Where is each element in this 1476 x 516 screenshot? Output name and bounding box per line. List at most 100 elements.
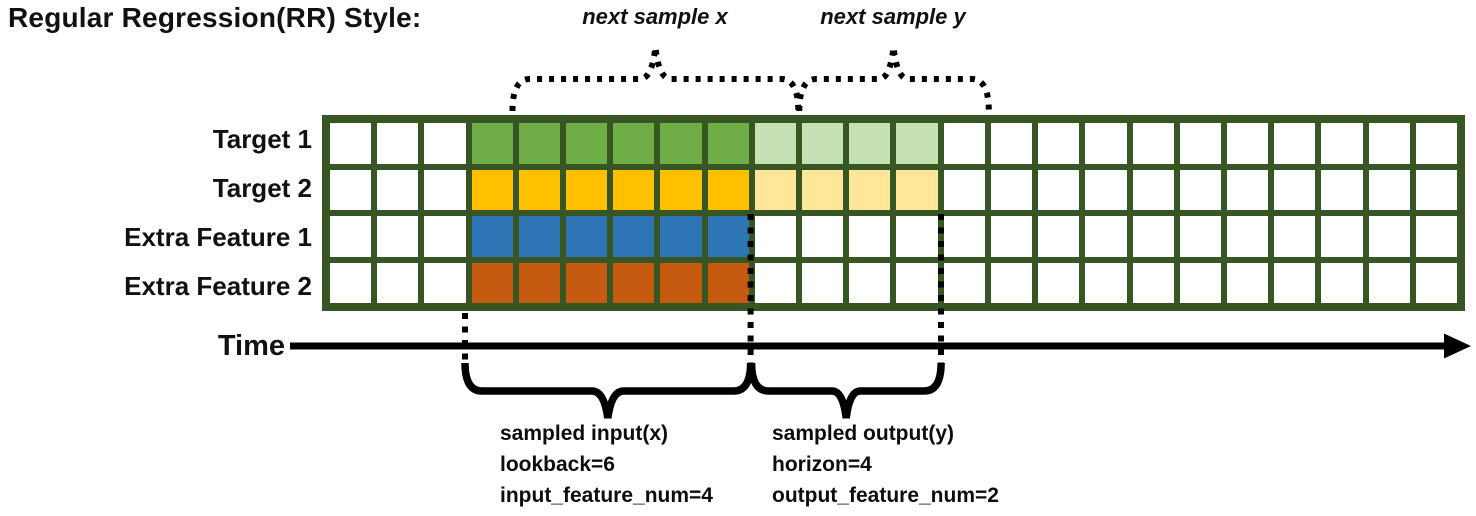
grid-cell (1132, 216, 1174, 257)
grid-cell (1038, 169, 1080, 210)
next-sample-x-brace (509, 46, 802, 112)
grid-cell (1085, 169, 1127, 210)
next-sample-y-brace (796, 46, 992, 112)
grid-cell (377, 262, 419, 303)
grid-cell (1415, 123, 1457, 164)
grid-cell (849, 216, 891, 257)
next-sample-y-label: next sample y (820, 4, 966, 29)
grid-cell (471, 123, 513, 164)
grid-cell (1179, 262, 1221, 303)
grid-cell (707, 262, 749, 303)
grid-cell (471, 262, 513, 303)
grid-cell (1038, 262, 1080, 303)
grid-cell (802, 216, 844, 257)
grid-cell (330, 169, 372, 210)
grid-cell (754, 123, 797, 164)
grid-cell (1321, 262, 1363, 303)
grid-cell (424, 123, 466, 164)
grid-cell (660, 123, 702, 164)
grid-cell (1321, 216, 1363, 257)
grid-cell (754, 216, 797, 257)
grid-cell (802, 169, 844, 210)
grid-cell (1274, 216, 1316, 257)
grid-cell (1274, 123, 1316, 164)
grid-cell (518, 216, 561, 257)
grid-cell (1321, 123, 1363, 164)
grid-cell (943, 123, 985, 164)
grid-cell (754, 262, 797, 303)
grid-cell (1274, 262, 1316, 303)
grid-cell (424, 169, 466, 210)
grid-cell (943, 169, 985, 210)
grid-cell (518, 262, 561, 303)
grid-cell (802, 123, 844, 164)
grid-cell (518, 123, 561, 164)
grid-cell (802, 262, 844, 303)
grid-cell (707, 169, 749, 210)
grid-cell (849, 123, 891, 164)
grid-cell (707, 123, 749, 164)
sampled-input-text: sampled input(x) lookback=6 input_featur… (500, 418, 713, 511)
diagram-title: Regular Regression(RR) Style: (8, 2, 422, 33)
grid-cell (660, 216, 702, 257)
grid-cell (754, 169, 797, 210)
grid-cell (1179, 169, 1221, 210)
grid-cell (1226, 216, 1269, 257)
grid-cell (1179, 123, 1221, 164)
grid-cell (1179, 216, 1221, 257)
grid-cell (377, 216, 419, 257)
grid-cell (849, 169, 891, 210)
grid-cell (1368, 262, 1410, 303)
grid-cell (424, 216, 466, 257)
grid-cell (1368, 169, 1410, 210)
grid-cell (613, 216, 655, 257)
sampled-input-title: sampled input(x) (500, 422, 669, 445)
grid-cell (990, 169, 1033, 210)
grid-cell (330, 262, 372, 303)
grid-cell (1368, 216, 1410, 257)
grid-cell (1038, 123, 1080, 164)
grid-cell (1132, 123, 1174, 164)
row-label-target-1: Target 1 (212, 124, 312, 154)
grid-cell (660, 169, 702, 210)
grid-cell (424, 262, 466, 303)
grid-cell (1321, 169, 1363, 210)
time-axis-label: Time (217, 330, 285, 362)
grid-cell (613, 169, 655, 210)
grid-cell (896, 262, 938, 303)
grid-cell (471, 169, 513, 210)
grid-cell (1415, 262, 1457, 303)
grid-cell (1226, 262, 1269, 303)
grid-cell (566, 262, 608, 303)
next-sample-x-label: next sample x (582, 4, 728, 29)
grid-cell (1226, 123, 1269, 164)
grid-cell (1038, 216, 1080, 257)
grid-cell (1226, 169, 1269, 210)
grid-cell (613, 262, 655, 303)
grid-cell (377, 169, 419, 210)
grid-cell (1085, 216, 1127, 257)
horizon-value: horizon=4 (772, 453, 872, 476)
grid-cell (990, 216, 1033, 257)
grid-cell (660, 262, 702, 303)
grid-cell (1274, 169, 1316, 210)
grid-cell (566, 123, 608, 164)
grid-cell (1132, 169, 1174, 210)
grid-cell (377, 123, 419, 164)
grid-cell (1085, 262, 1127, 303)
grid-cell (1415, 216, 1457, 257)
grid-cell (1415, 169, 1457, 210)
grid-cell (990, 262, 1033, 303)
grid-cell (518, 169, 561, 210)
sampled-output-text: sampled output(y) horizon=4 output_featu… (772, 418, 999, 511)
grid-cell (896, 216, 938, 257)
sample-grid (322, 115, 1465, 311)
sampled-output-title: sampled output(y) (772, 422, 954, 445)
grid-cell (330, 216, 372, 257)
lookback-value: lookback=6 (500, 453, 615, 476)
grid-cell (471, 216, 513, 257)
grid-cell (896, 123, 938, 164)
grid-cell (943, 262, 985, 303)
output-feature-num-value: output_feature_num=2 (772, 484, 999, 507)
